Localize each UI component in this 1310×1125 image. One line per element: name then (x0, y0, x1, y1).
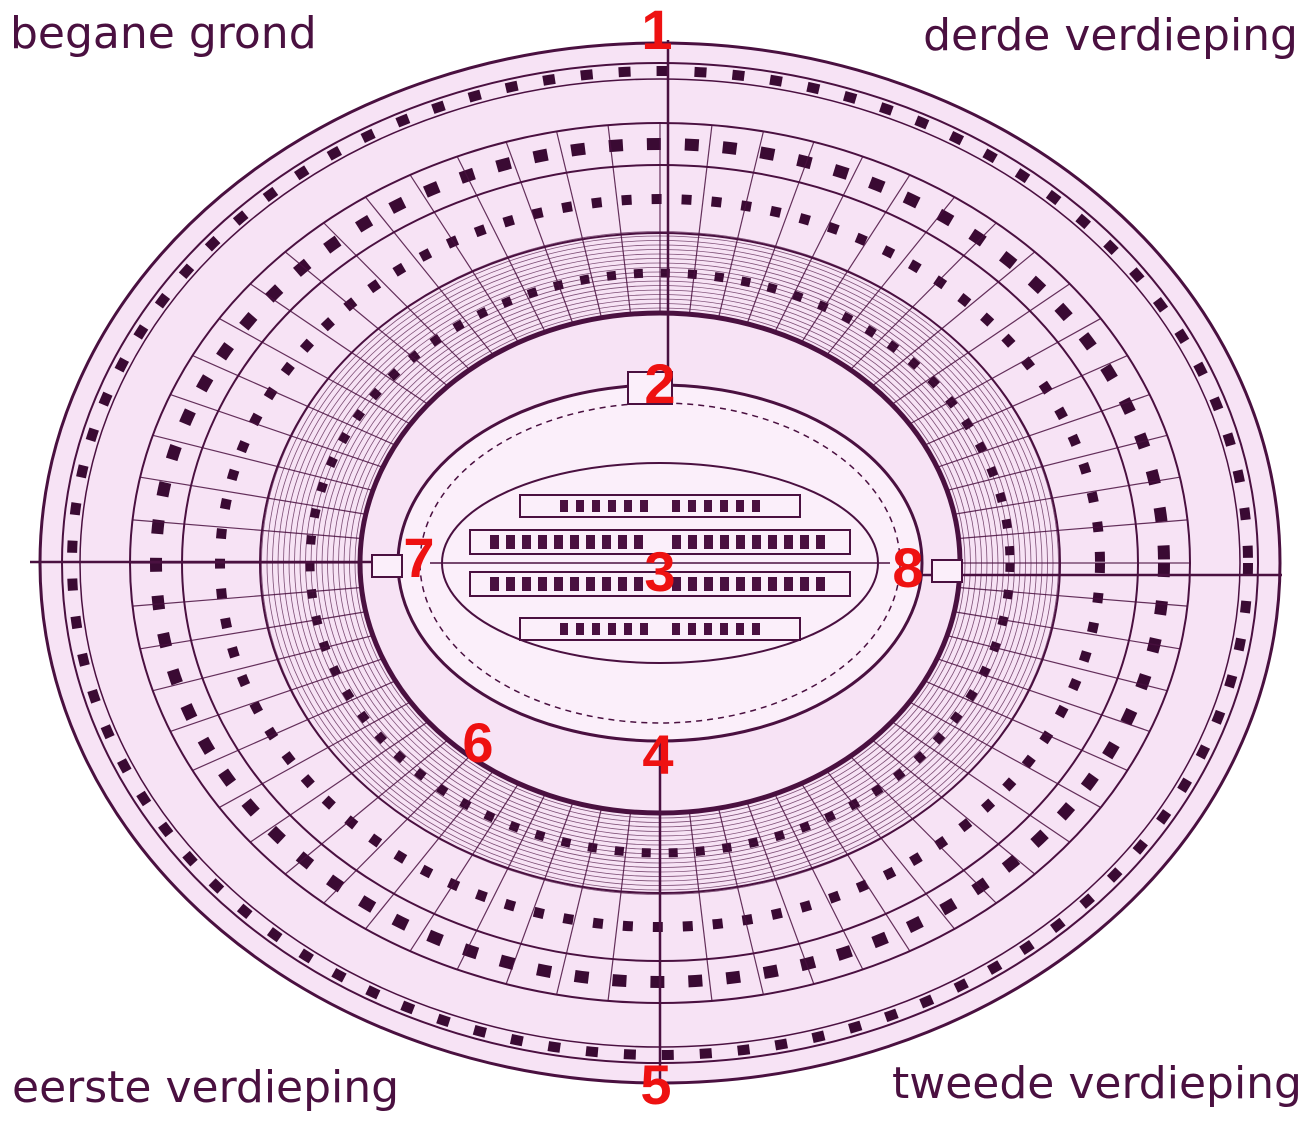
label-ground-floor: begane grond (10, 8, 317, 59)
hypogeum-corridors (430, 494, 890, 641)
hypogeum-cells (490, 500, 825, 635)
label-third-floor: derde verdieping (923, 10, 1298, 61)
marker-8: 8 (892, 536, 924, 599)
marker-5: 5 (640, 1053, 672, 1116)
marker-6: 6 (462, 711, 494, 774)
label-second-floor: tweede verdieping (892, 1058, 1302, 1109)
marker-3: 3 (644, 540, 676, 603)
label-first-floor: eerste verdieping (12, 1062, 400, 1113)
quadrant-dividers (30, 40, 1282, 1085)
marker-2: 2 (644, 352, 676, 415)
marker-7: 7 (403, 526, 435, 589)
marker-1: 1 (641, 0, 673, 61)
marker-4: 4 (642, 723, 674, 786)
main-entrances (371, 371, 963, 583)
